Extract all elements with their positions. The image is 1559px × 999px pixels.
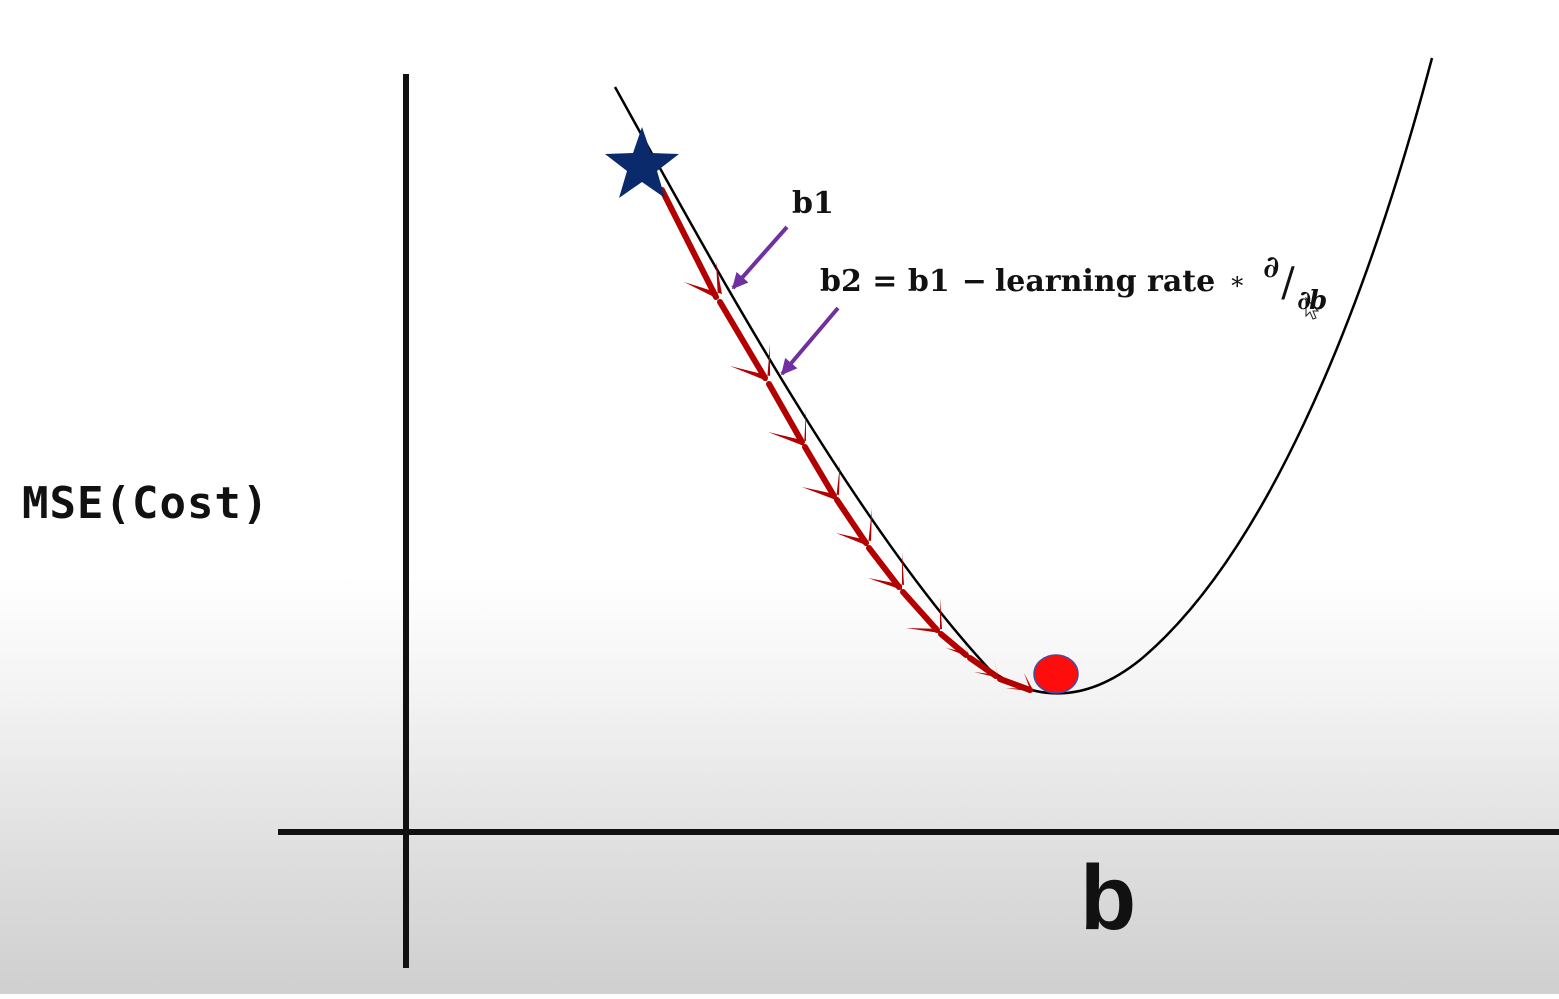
step-arrow — [866, 545, 902, 590]
step-arrow — [834, 497, 869, 546]
step-arrow — [997, 676, 1033, 693]
step-arrowhead — [868, 552, 904, 590]
formula-lhs: b2 = b1 — [820, 264, 950, 299]
x-axis-label: b — [1080, 847, 1137, 949]
partial-derivative: ∂ / ∂b — [1253, 250, 1333, 324]
partial-numerator: ∂ — [1263, 250, 1280, 285]
step-arrowhead — [1006, 673, 1034, 692]
partial-denominator: ∂b — [1297, 286, 1327, 316]
formula-learning-rate: learning rate — [994, 264, 1216, 299]
update-formula: b2 = b1 − learning rate * ∂ / ∂b — [820, 250, 1333, 324]
step-arrowhead — [836, 508, 872, 546]
step-arrow — [900, 589, 940, 633]
descent-path — [659, 187, 1033, 693]
step-arrow — [802, 444, 837, 499]
step-arrowheads — [684, 262, 1034, 692]
formula-minus: − — [961, 264, 987, 299]
step-arrowhead — [974, 657, 999, 678]
step-arrow — [938, 631, 969, 658]
partial-slash: / — [1281, 260, 1295, 306]
step-arrowhead — [946, 634, 969, 657]
minimum-point — [1033, 654, 1079, 694]
formula-multiply: * — [1231, 272, 1244, 300]
step-arrow — [766, 381, 805, 445]
step-arrowhead — [802, 464, 840, 500]
step-arrow — [659, 187, 719, 300]
cost-curve — [613, 57, 1434, 695]
b2-pointer-arrow — [780, 306, 840, 376]
b1-pointer-arrow — [731, 225, 789, 290]
step-arrowhead — [906, 598, 942, 633]
y-axis-label: MSE(Cost) — [22, 478, 270, 529]
step-arrow — [967, 655, 999, 679]
step-arrowhead — [768, 410, 806, 446]
step-arrowhead — [730, 344, 770, 381]
cursor-icon — [1305, 296, 1320, 320]
b1-label: b1 — [792, 186, 834, 221]
step-arrow — [717, 299, 768, 381]
start-star-icon — [605, 127, 679, 198]
